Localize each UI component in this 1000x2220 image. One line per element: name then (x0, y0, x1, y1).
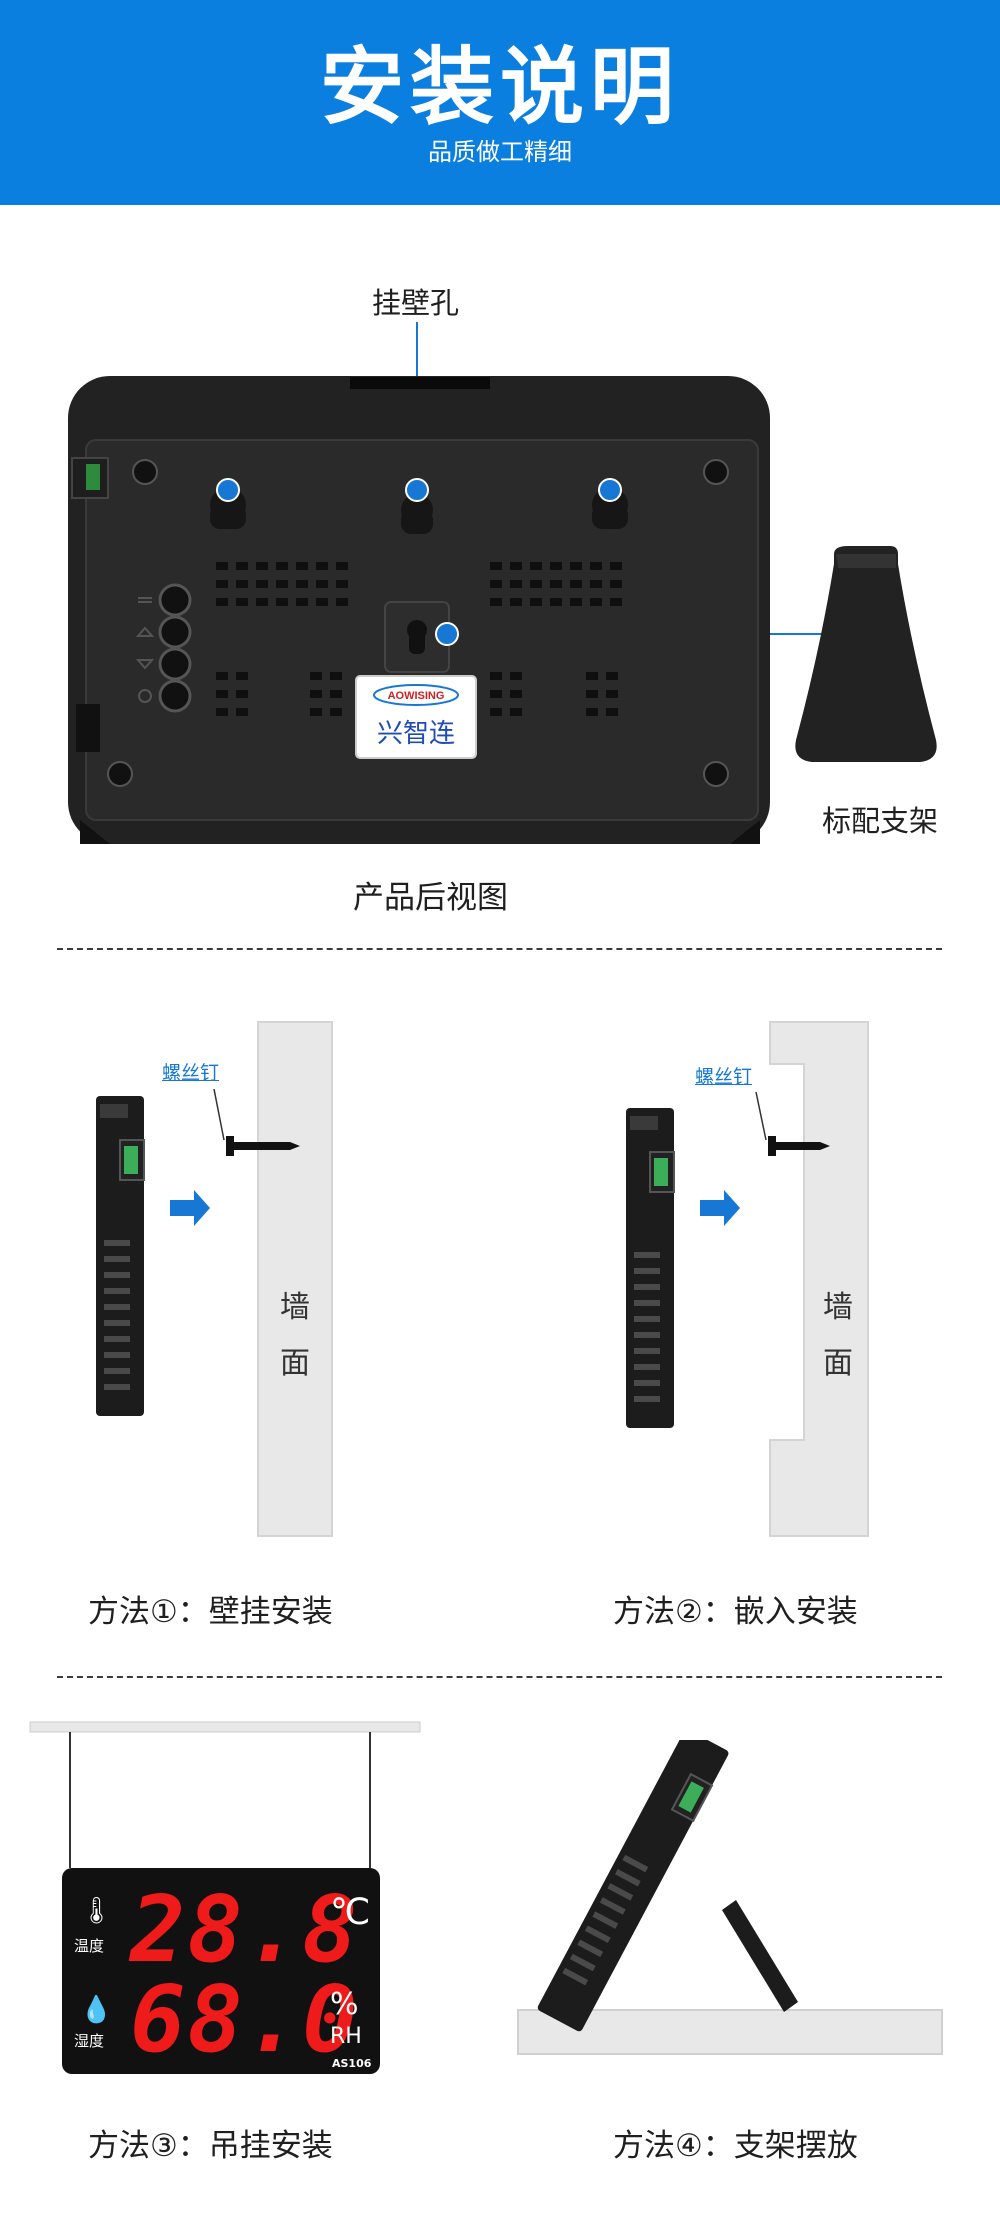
model-label: AS106 (332, 2057, 372, 2070)
screw-label-2: 螺丝钉 (695, 1066, 753, 1088)
wall-text-2b: 面 (823, 1346, 853, 1381)
marker-dot (435, 622, 459, 646)
header-banner (0, 0, 1000, 205)
method2-caption: 方法②：嵌入安装 (613, 1594, 858, 1630)
screw (768, 1136, 776, 1156)
screw-hole (132, 459, 158, 485)
connector-green (86, 464, 100, 490)
stand-leg (722, 1900, 798, 2012)
brand-cn: 兴智连 (377, 719, 455, 749)
method1-caption: 方法①：壁挂安装 (88, 1594, 333, 1630)
rear-view-caption: 产品后视图 (353, 880, 508, 916)
humidity-unit-bottom: RH (330, 2024, 362, 2049)
method4-caption: 方法④：支架摆放 (613, 2128, 858, 2164)
screw-label-1: 螺丝钉 (162, 1062, 220, 1084)
humidity-value: 68.0 (130, 1966, 360, 2073)
side-buttons (135, 583, 192, 713)
side-vent (76, 704, 100, 752)
humidity-label: 湿度 (74, 2032, 105, 2050)
hang-hole-label: 挂壁孔 (372, 286, 460, 320)
led-display (62, 1868, 380, 2074)
vent-grid (216, 562, 622, 716)
brand-label (355, 675, 477, 759)
temp-value: 28.8 (130, 1876, 360, 1983)
page-subtitle: 品质做工精细 (428, 138, 572, 166)
marker-dot (405, 478, 429, 502)
rear-view-diagram: AOWISING 兴智连 (68, 322, 937, 844)
page-title: 安装说明 (319, 38, 680, 136)
thermometer-icon: 🌡 (80, 1896, 114, 1926)
wall-text-2a: 墙 (823, 1290, 853, 1325)
brand-en: AOWISING (388, 690, 445, 702)
marker-dot (598, 478, 622, 502)
wall-mount-diagrams (96, 1021, 869, 1537)
method3-caption: 方法③：吊挂安装 (88, 2128, 333, 2164)
top-slot (350, 377, 490, 389)
divider (57, 1676, 942, 1678)
screw-hole (703, 761, 729, 787)
wall-recessed (769, 1021, 869, 1537)
wall (257, 1021, 333, 1537)
screw-hole (107, 761, 133, 787)
wall-text-1b: 面 (280, 1346, 310, 1381)
keyhole (401, 494, 433, 534)
marker-dot (216, 478, 240, 502)
temp-unit: ℃ (330, 1892, 371, 1933)
humidity-unit-top: % (330, 1987, 359, 2022)
ceiling-bar (29, 1721, 421, 1733)
screw-hole (703, 459, 729, 485)
wall-text-1a: 墙 (280, 1290, 310, 1325)
stand (795, 546, 937, 762)
screw (226, 1136, 234, 1156)
hanging-diagram (29, 1721, 421, 2074)
arrow-right (170, 1190, 210, 1226)
arrow-right (700, 1190, 740, 1226)
device-tilted (537, 1740, 729, 2032)
stand-diagram (517, 1740, 943, 2055)
droplet-icon: 💧 (80, 1995, 113, 2025)
temp-label: 温度 (74, 1937, 105, 1955)
divider (57, 948, 942, 950)
stand-label: 标配支架 (822, 804, 939, 838)
